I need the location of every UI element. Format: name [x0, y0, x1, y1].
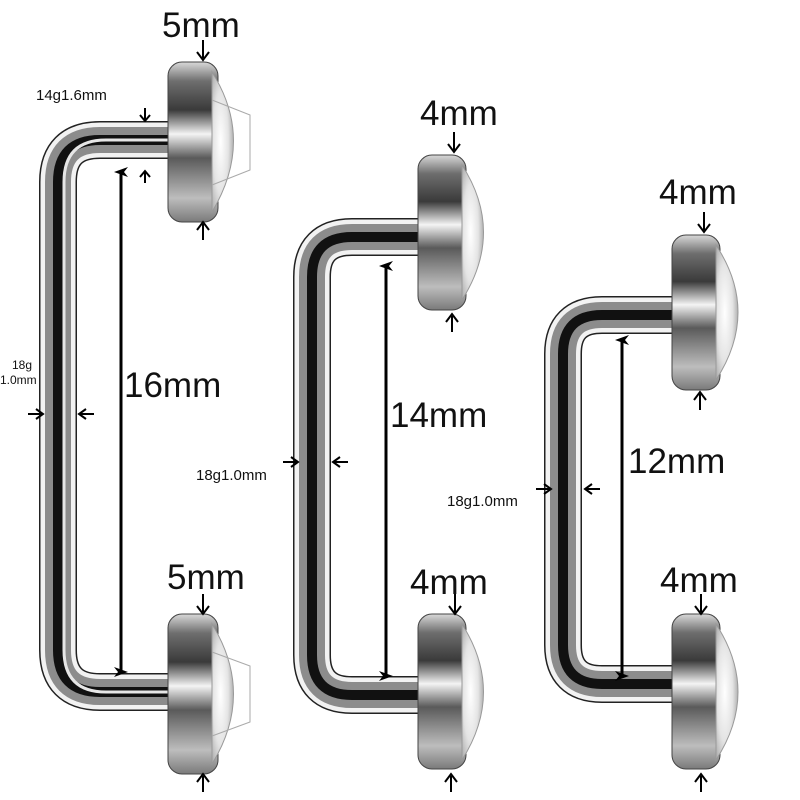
top-disc-size-label: 5mm: [162, 6, 240, 45]
top-disc-size-label: 4mm: [420, 94, 498, 133]
bottom-disc-size-label: 4mm: [660, 561, 738, 600]
barbell-16mm: [28, 40, 251, 792]
length-label: 14mm: [390, 396, 488, 435]
post-gauge-label-line1: 18g: [11, 358, 32, 372]
length-label: 12mm: [628, 442, 726, 481]
top-disc-4mm: [417, 154, 484, 311]
bottom-disc-size-label: 4mm: [410, 563, 488, 602]
bottom-disc-4mm: [671, 613, 739, 770]
barbell-12mm: [536, 212, 739, 792]
post-gauge-label: 18g 1.0mm: [0, 358, 37, 388]
top-disc-4mm: [671, 234, 739, 391]
post-gauge-label: 18g1.0mm: [447, 493, 518, 510]
post-gauge-label: 18g1.0mm: [196, 467, 267, 484]
bottom-disc-5mm: [167, 613, 251, 775]
top-disc-size-label: 4mm: [659, 173, 737, 212]
post-gauge-label-line2: 1.0mm: [0, 373, 37, 387]
bar-gauge-label: 14g1.6mm: [36, 87, 107, 104]
top-disc-5mm: [167, 61, 251, 223]
length-label: 16mm: [124, 366, 222, 405]
bottom-disc-size-label: 5mm: [167, 558, 245, 597]
barbell-14mm: [283, 132, 484, 792]
bottom-disc-4mm: [417, 613, 484, 770]
